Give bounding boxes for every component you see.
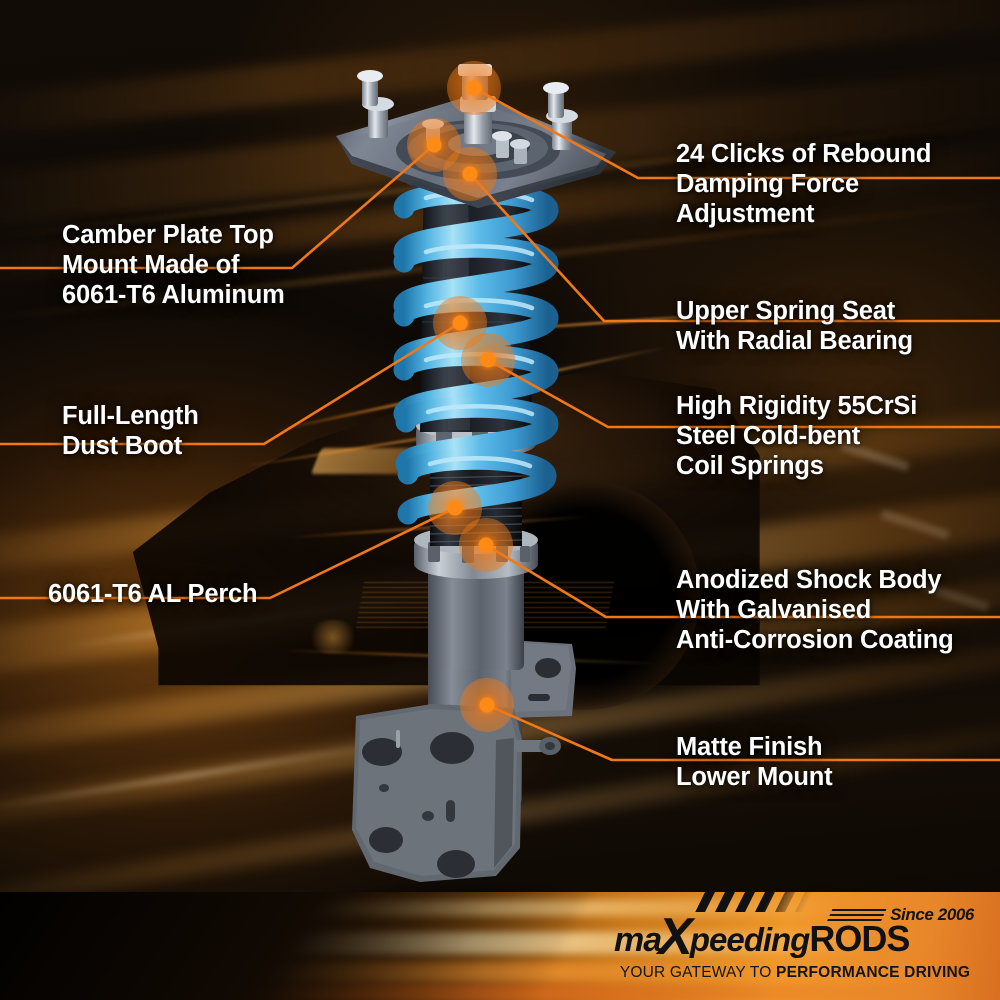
callout-label-al-perch: 6061-T6 AL Perch — [48, 580, 258, 608]
callout-dot-core — [480, 352, 496, 368]
brand-middle: peeding — [689, 921, 811, 958]
brand-prefix: ma — [614, 921, 662, 959]
callout-label-lower-mount: Matte Finish Lower Mount — [676, 733, 833, 791]
checkered-flag-icon — [695, 892, 813, 912]
callout-label-rebound-damping: 24 Clicks of Rebound Damping Force Adjus… — [676, 140, 932, 228]
callout-dot-core — [452, 315, 468, 331]
callout-label-upper-spring-seat: Upper Spring Seat With Radial Bearing — [676, 297, 913, 355]
brand-banner: ma X peeding RODS Since 2006 YOUR GATEWA… — [0, 892, 1000, 1000]
brand-logo: ma X peeding RODS Since 2006 YOUR GATEWA… — [614, 892, 974, 988]
speed-lines-icon — [827, 908, 887, 921]
brand-wordmark: ma X peeding RODS Since 2006 — [614, 892, 974, 966]
callout-label-camber-plate: Camber Plate Top Mount Made of 6061-T6 A… — [62, 221, 285, 309]
banner-dark-wedge — [0, 892, 609, 1000]
callout-dot-core — [462, 166, 478, 182]
brand-tagline: YOUR GATEWAY TO PERFORMANCE DRIVING — [616, 964, 974, 982]
callout-dot-core — [466, 80, 482, 96]
callout-dot-core — [426, 137, 442, 153]
coilover-product-image — [300, 40, 700, 922]
tagline-thin: YOUR GATEWAY TO — [619, 964, 777, 981]
callout-label-shock-body: Anodized Shock Body With Galvanised Anti… — [676, 566, 954, 654]
tagline-bold: PERFORMANCE DRIVING — [776, 964, 971, 981]
car-fog-lamp — [306, 620, 360, 654]
since-text: Since 2006 — [890, 905, 974, 924]
callout-label-coil-springs: High Rigidity 55CrSi Steel Cold-bent Coi… — [676, 392, 918, 480]
callout-dot-core — [447, 500, 463, 516]
callout-dot-core — [478, 537, 494, 553]
since-badge: Since 2006 — [827, 905, 974, 924]
brand-suffix: RODS — [809, 918, 910, 959]
brand-x: X — [658, 908, 693, 966]
callout-label-dust-boot: Full-Length Dust Boot — [62, 402, 199, 460]
callout-dot-core — [479, 697, 495, 713]
